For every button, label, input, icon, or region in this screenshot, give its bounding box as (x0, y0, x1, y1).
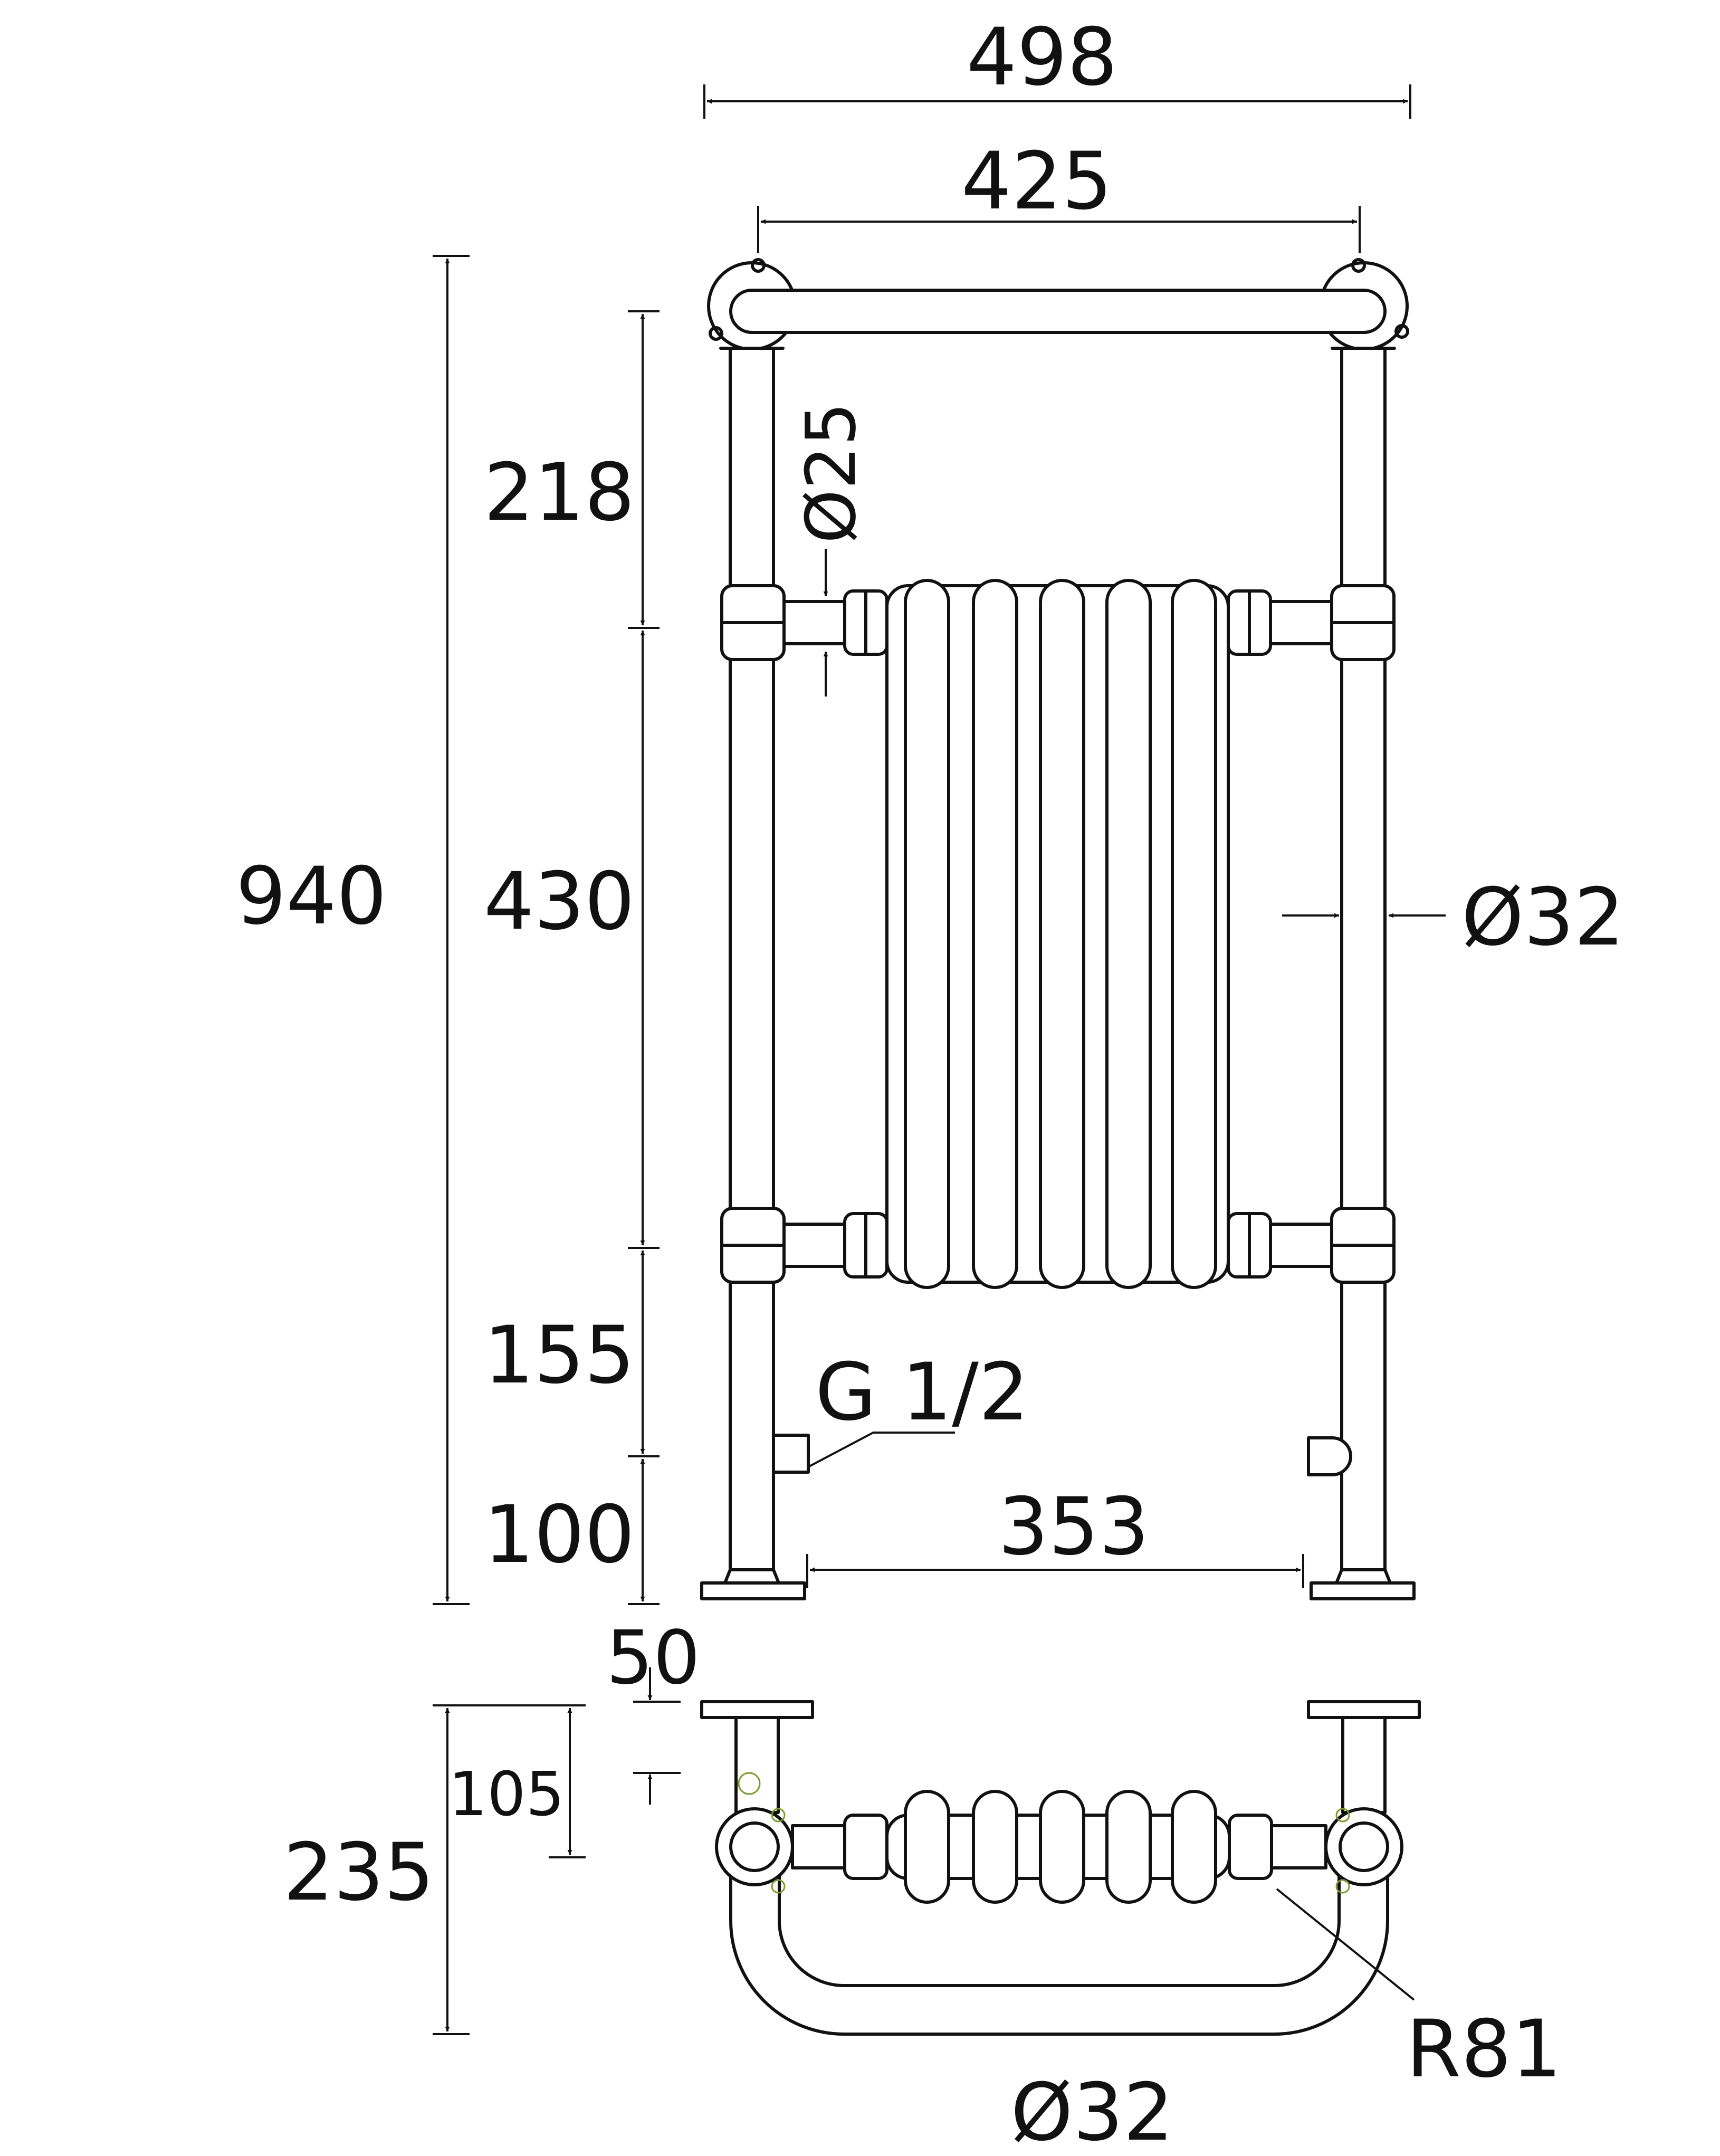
label-overall-height: 940 (236, 851, 387, 942)
radiator-columns (885, 579, 1230, 1289)
thread-leader-line (808, 1432, 874, 1468)
dim-wall-plate-offset (633, 1667, 681, 1805)
label-lower-connection-to-inlet: 155 (484, 1310, 635, 1401)
dim-bottom-connection-centres (806, 1554, 1304, 1588)
dim-bracket-centres (757, 206, 1361, 253)
label-bend-radius: R81 (1406, 2004, 1562, 2095)
label-rail-diameter: Ø32 (1461, 872, 1625, 963)
right-vertical-rail (1307, 347, 1416, 1600)
dim-depth (433, 1704, 586, 2035)
label-inlet-to-floor: 100 (484, 1489, 635, 1581)
label-thread-size: G 1/2 (815, 1347, 1029, 1438)
dim-vertical-chain (628, 310, 660, 1605)
label-top-to-upper-connection: 218 (484, 447, 635, 539)
label-bottom-rail-diameter: Ø32 (1011, 2067, 1174, 2156)
front-elevation: 498 425 940 218 430 155 (236, 12, 1625, 1605)
label-section-tube-diameter: Ø25 (791, 402, 871, 543)
valve-connectors (782, 589, 1333, 1279)
label-wall-plate-offset: 50 (606, 1615, 700, 1701)
label-bottom-connection-centres: 353 (998, 1481, 1149, 1573)
dim-overall-height (433, 255, 470, 1605)
left-wall-plate (700, 1700, 814, 1719)
right-wall-plate (1307, 1700, 1421, 1719)
dim-overall-width (703, 84, 1411, 119)
u-shaped-rail (729, 1874, 1389, 2036)
plan-view: 50 105 235 R81 Ø32 (283, 1615, 1562, 2156)
label-bracket-centres: 425 (961, 136, 1112, 227)
label-overall-depth: 235 (283, 1827, 434, 1919)
label-wall-to-section-centre: 105 (448, 1759, 565, 1830)
bend-radius-leader (1276, 1888, 1415, 2001)
top-towel-rail (707, 258, 1409, 351)
label-connection-centres: 430 (484, 856, 635, 948)
label-overall-width: 498 (967, 12, 1117, 103)
